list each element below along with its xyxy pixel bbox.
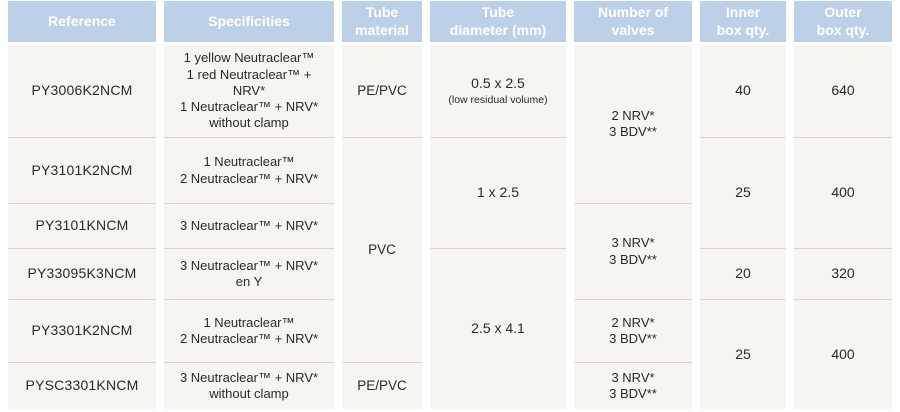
cell-tube-material: PE/PVC — [342, 363, 422, 409]
table-body: PY3006K2NCM 1 yellow Neutraclear™ 1 red … — [8, 45, 892, 409]
cell-specificities: 1 Neutraclear™ 2 Neutraclear™ + NRV* — [164, 138, 334, 204]
cell-tube-material: PE/PVC — [342, 45, 422, 138]
cell-outer-box-qty: 640 — [794, 45, 892, 138]
table-row: PY3006K2NCM 1 yellow Neutraclear™ 1 red … — [8, 45, 892, 204]
cell-specificities: 1 yellow Neutraclear™ 1 red Neutraclear™… — [164, 45, 334, 138]
table-row: PY3101K2NCM 1 Neutraclear™ 2 Neutraclear… — [8, 138, 892, 363]
column-header-outer-box-qty: Outer box qty. — [794, 1, 892, 45]
cell-reference: PY3101K2NCM — [8, 138, 156, 204]
cell-reference: PY3101KNCM — [8, 204, 156, 249]
cell-tube-diameter: 2.5 x 4.1 — [430, 249, 566, 409]
cell-tube-material: PVC — [342, 138, 422, 363]
table-row: PY3301K2NCM 1 Neutraclear™ 2 Neutraclear… — [8, 300, 892, 409]
cell-inner-box-qty: 25 — [700, 300, 786, 409]
cell-tube-diameter: 0.5 x 2.5 (low residual volume) — [430, 45, 566, 138]
column-header-number-of-valves: Number of valves — [574, 1, 692, 45]
cell-number-of-valves: 3 NRV* 3 BDV** — [574, 363, 692, 409]
table-row: PY33095K3NCM 3 Neutraclear™ + NRV* en Y … — [8, 249, 892, 409]
tube-diameter-value: 0.5 x 2.5 — [471, 75, 525, 92]
cell-reference: PY3301K2NCM — [8, 300, 156, 363]
cell-number-of-valves: 2 NRV* 3 BDV** — [574, 45, 692, 204]
column-header-specificities: Specificities — [164, 1, 334, 45]
header-row: Reference Specificities Tube material Tu… — [8, 1, 892, 45]
cell-outer-box-qty: 400 — [794, 300, 892, 409]
cell-specificities: 3 Neutraclear™ + NRV* without clamp — [164, 363, 334, 409]
table-header: Reference Specificities Tube material Tu… — [8, 1, 892, 45]
cell-reference: PYSC3301KNCM — [8, 363, 156, 409]
column-header-reference: Reference — [8, 1, 156, 45]
column-header-tube-material: Tube material — [342, 1, 422, 45]
cell-specificities: 3 Neutraclear™ + NRV* — [164, 204, 334, 249]
column-header-tube-diameter: Tube diameter (mm) — [430, 1, 566, 45]
cell-outer-box-qty: 320 — [794, 249, 892, 300]
cell-inner-box-qty: 20 — [700, 249, 786, 300]
table-row: PYSC3301KNCM 3 Neutraclear™ + NRV* witho… — [8, 363, 892, 409]
cell-reference: PY33095K3NCM — [8, 249, 156, 300]
cell-specificities: 3 Neutraclear™ + NRV* en Y — [164, 249, 334, 300]
cell-inner-box-qty: 40 — [700, 45, 786, 138]
column-header-inner-box-qty: Inner box qty. — [700, 1, 786, 45]
tube-diameter-note: (low residual volume) — [448, 93, 548, 106]
cell-specificities: 1 Neutraclear™ 2 Neutraclear™ + NRV* — [164, 300, 334, 363]
table-row: PY3101KNCM 3 Neutraclear™ + NRV* 3 NRV* … — [8, 204, 892, 300]
cell-outer-box-qty: 400 — [794, 138, 892, 249]
cell-tube-diameter: 1 x 2.5 — [430, 138, 566, 249]
cell-number-of-valves: 2 NRV* 3 BDV** — [574, 300, 692, 363]
cell-reference: PY3006K2NCM — [8, 45, 156, 138]
cell-inner-box-qty: 25 — [700, 138, 786, 249]
cell-number-of-valves: 3 NRV* 3 BDV** — [574, 204, 692, 300]
